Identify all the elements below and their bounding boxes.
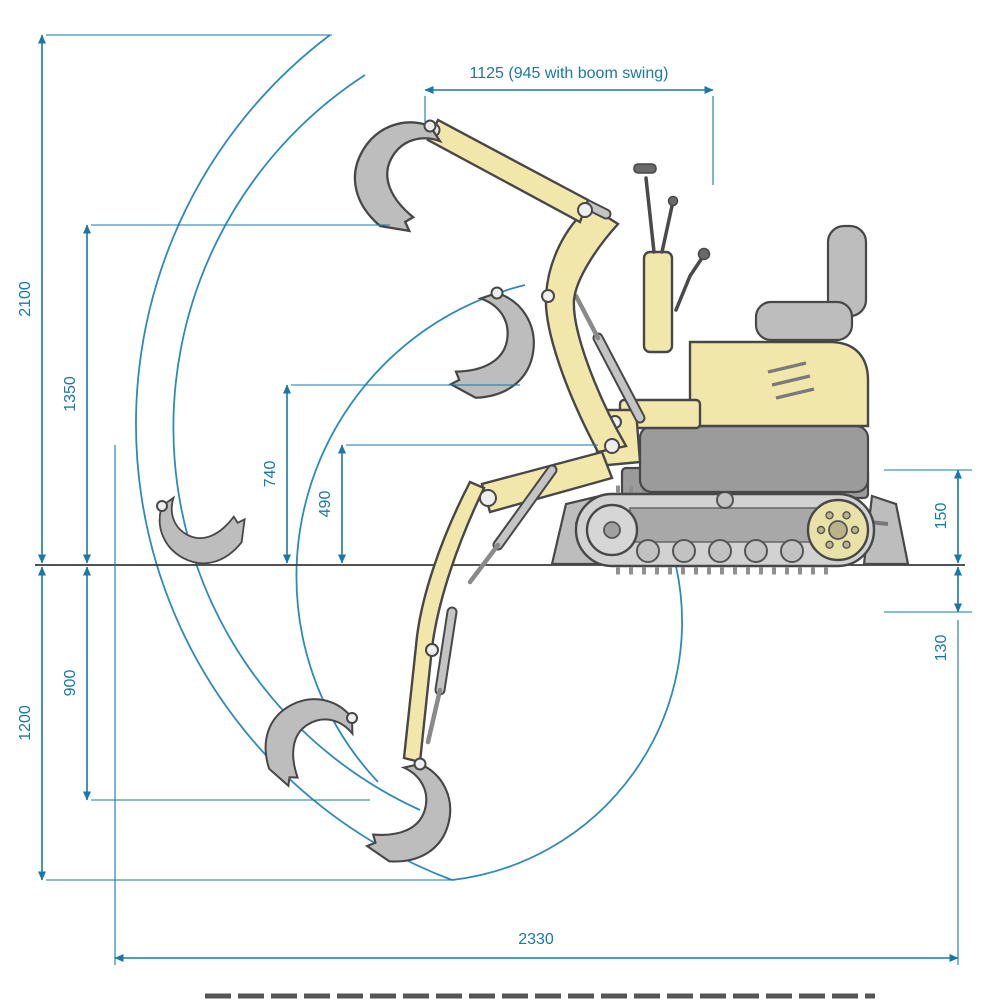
sprocket-bolt bbox=[850, 525, 860, 535]
boom-raised-position bbox=[425, 118, 646, 454]
idler-hub bbox=[603, 521, 621, 539]
envelope-arc-inner-left bbox=[172, 74, 421, 811]
dim-150-label: 150 bbox=[933, 503, 950, 530]
dim-top-reach-label: 1125 (945 with boom swing) bbox=[470, 65, 669, 82]
seat-cushion bbox=[754, 300, 854, 342]
lever-knob bbox=[667, 195, 679, 207]
boom-mid-pin bbox=[541, 289, 555, 303]
boom-lowered-position bbox=[402, 450, 614, 764]
dim-740-label: 740 bbox=[262, 461, 279, 488]
top-roller bbox=[716, 491, 734, 509]
dim-top-reach: 1125 (945 with boom swing) bbox=[424, 65, 714, 185]
track-frame bbox=[629, 507, 823, 543]
boom-cylinder-rod bbox=[573, 293, 601, 341]
dim-depth-1200: 1200 bbox=[17, 566, 455, 881]
counterweight bbox=[638, 424, 870, 494]
arm-cylinder-lower-rod bbox=[467, 542, 501, 585]
dim-2100-label: 2100 bbox=[17, 281, 34, 317]
hood-vent-slat bbox=[775, 387, 815, 400]
lever-knob bbox=[697, 247, 711, 261]
arm-elbow-pin-lower bbox=[425, 643, 439, 657]
control-lever-tall bbox=[644, 176, 656, 254]
road-wheel bbox=[636, 539, 660, 563]
road-wheel bbox=[744, 539, 768, 563]
sprocket-bolt bbox=[816, 525, 826, 535]
bucket-top-pin bbox=[423, 119, 437, 133]
road-wheel bbox=[780, 539, 804, 563]
lever-handle bbox=[633, 163, 657, 174]
dim-height-740: 740 bbox=[262, 384, 520, 564]
hood-vent-slat bbox=[771, 374, 811, 387]
dimension-annotations: 1125 (945 with boom swing) 2100 1200 135… bbox=[17, 34, 972, 965]
boom-arm-pin-lower bbox=[479, 489, 497, 507]
bucket-bottom-left bbox=[246, 681, 368, 792]
sprocket-bolt bbox=[825, 540, 834, 549]
dim-490-label: 490 bbox=[317, 491, 334, 518]
dim-max-height-2100: 2100 bbox=[17, 34, 332, 564]
dim-2330-label: 2330 bbox=[518, 931, 554, 948]
bucket-max-depth bbox=[363, 755, 462, 875]
dim-depth-900: 900 bbox=[62, 566, 370, 801]
road-wheel bbox=[708, 539, 732, 563]
mini-excavator bbox=[144, 101, 910, 875]
bucket-mid bbox=[448, 287, 542, 406]
undercarriage bbox=[550, 485, 910, 575]
sprocket-bolt bbox=[825, 511, 834, 520]
sprocket-bolt bbox=[842, 511, 851, 520]
sprocket-bolt bbox=[842, 540, 851, 549]
bucket-bottom-left-pin bbox=[346, 712, 358, 724]
upper-structure bbox=[592, 163, 870, 494]
bucket-max-depth-pin bbox=[413, 757, 427, 771]
dim-130-label: 130 bbox=[933, 635, 950, 662]
envelope-arc-bottom-right bbox=[451, 565, 683, 881]
dim-900-label: 900 bbox=[62, 670, 79, 697]
bucket-left-pin bbox=[156, 500, 168, 512]
control-lever-left bbox=[660, 204, 674, 254]
bucket-cylinder-lower-rod bbox=[425, 687, 443, 745]
road-wheel bbox=[672, 539, 696, 563]
sprocket-hub bbox=[828, 520, 848, 540]
arm-cylinder-lower-barrel bbox=[494, 466, 556, 549]
arm-lowered bbox=[402, 480, 486, 764]
control-lever-right bbox=[674, 256, 704, 312]
dim-dump-height-1350: 1350 bbox=[62, 224, 390, 564]
dim-1200-label: 1200 bbox=[17, 705, 34, 741]
boom-cylinder-barrel bbox=[594, 334, 644, 422]
dim-height-490: 490 bbox=[317, 444, 598, 564]
dim-ground-clearance-150: 150 bbox=[884, 469, 972, 564]
boom-foot-pin bbox=[604, 438, 620, 454]
dim-1350-label: 1350 bbox=[62, 376, 79, 412]
bucket-mid-pin bbox=[490, 286, 504, 300]
boom-tip-pin bbox=[577, 202, 593, 218]
dim-overall-reach-2330: 2330 bbox=[114, 445, 959, 965]
control-console bbox=[642, 250, 674, 354]
hood-vent-slat bbox=[767, 361, 807, 374]
bucket-cylinder-lower-barrel bbox=[436, 608, 456, 694]
dim-blade-depth-130: 130 bbox=[884, 566, 972, 662]
arm-raised bbox=[426, 118, 590, 224]
bucket-positions bbox=[144, 101, 542, 875]
